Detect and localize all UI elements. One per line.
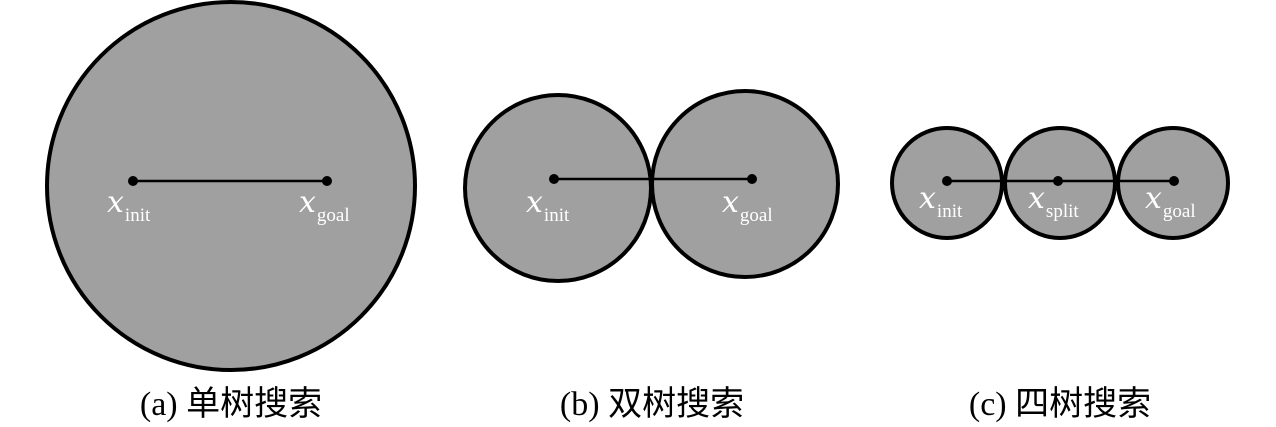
node-init-point [549,174,559,184]
node-init-point [942,176,952,186]
panel-single-tree: xinit xgoal (a) 单树搜索 [45,0,417,423]
node-init-label: xinit [919,181,963,222]
panel-caption: (b) 双树搜索 [560,385,744,423]
node-goal-label: xgoal [1145,181,1196,222]
node-init-point [128,176,138,186]
panel-double-tree: xinit xgoal (b) 双树搜索 [463,89,840,423]
node-split-point [1053,176,1063,186]
node-goal-point [747,174,757,184]
node-split-label: xsplit [1028,181,1079,222]
node-init-label: xinit [526,185,570,226]
node-goal-point [1169,176,1179,186]
node-goal-label: xgoal [722,185,773,226]
search-region-circle [463,93,653,283]
search-region-circle [45,0,417,372]
search-region-circle [650,89,840,279]
panel-caption: (c) 四树搜索 [969,385,1151,423]
node-init-label: xinit [107,185,151,226]
panel-quad-tree: xinit xsplit xgoal (c) 四树搜索 [890,126,1230,423]
node-goal-label: xgoal [299,185,350,226]
node-goal-point [322,176,332,186]
panel-caption: (a) 单树搜索 [140,385,322,423]
